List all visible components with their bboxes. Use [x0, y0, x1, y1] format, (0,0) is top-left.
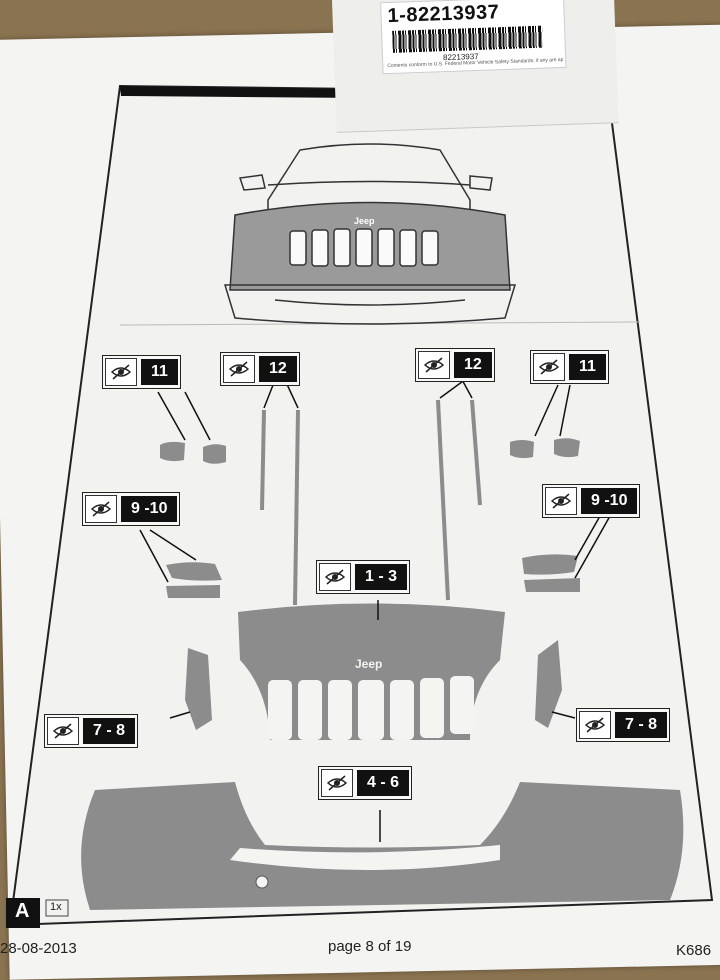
view-eye-icon [319, 563, 351, 591]
view-eye-icon [105, 358, 137, 386]
callout-label: 12 [454, 352, 492, 378]
footer-date: 28-08-2013 [0, 940, 77, 957]
film-part-12-right [436, 399, 482, 601]
callout-12-right: 12 [415, 348, 495, 382]
callout-label: 12 [259, 356, 297, 382]
scale-label: 1x [50, 901, 62, 913]
footer-code: K686 [676, 942, 712, 959]
view-eye-icon [418, 351, 450, 379]
view-eye-icon [533, 353, 565, 381]
scale-box [45, 899, 69, 917]
callout-label: 9 -10 [121, 496, 178, 522]
callout-7-8-left: 7 - 8 [44, 714, 139, 748]
view-eye-icon [545, 487, 577, 515]
view-eye-icon [579, 711, 611, 739]
film-part-9-10-right [522, 554, 580, 592]
hood-grille-cutouts [268, 676, 474, 740]
hood-badge: Jeep [355, 657, 383, 671]
film-part-9-10-left [166, 562, 222, 598]
section-marker-box [6, 898, 40, 928]
part-number: 1-82213937 [387, 1, 500, 28]
callout-label: 11 [141, 359, 178, 385]
callout-11-left: 11 [102, 355, 181, 389]
product-box: 1-82213937 82213937 Contents conform to … [332, 0, 619, 133]
callout-12-left: 12 [220, 352, 300, 386]
callout-9-10-right: 9 -10 [542, 484, 641, 518]
callout-4-6-bumper: 4 - 6 [318, 766, 413, 800]
callout-11-right: 11 [530, 350, 609, 384]
callout-1-3-hood: 1 - 3 [316, 560, 411, 594]
view-eye-icon [47, 717, 79, 745]
film-part-bumper [81, 782, 684, 910]
callout-label: 11 [569, 354, 606, 380]
vehicle-badge: Jeep [354, 216, 375, 226]
film-part-11-right [510, 438, 580, 459]
barcode [392, 25, 543, 53]
callout-label: 9 -10 [581, 488, 638, 514]
film-part-7-8-right [535, 640, 562, 728]
film-part-11-left [160, 441, 226, 464]
callout-label: 7 - 8 [615, 712, 668, 738]
section-marker: A [15, 900, 30, 922]
vehicle-grille [289, 228, 439, 267]
callout-label: 7 - 8 [83, 718, 136, 744]
view-eye-icon [321, 769, 353, 797]
instruction-sheet [6, 84, 714, 928]
bumper-cutout [230, 845, 500, 870]
product-label: 1-82213937 82213937 Contents conform to … [380, 0, 567, 75]
callout-7-8-right: 7 - 8 [576, 708, 671, 742]
footer-page: page 8 of 19 [328, 938, 412, 955]
callout-label: 4 - 6 [357, 770, 410, 796]
film-part-7-8-left [185, 648, 212, 730]
callout-label: 1 - 3 [355, 564, 408, 590]
callout-9-10-left: 9 -10 [82, 492, 181, 526]
tow-hook-cover [255, 875, 269, 889]
view-eye-icon [85, 495, 117, 523]
view-eye-icon [223, 355, 255, 383]
film-part-12-left [260, 409, 300, 606]
